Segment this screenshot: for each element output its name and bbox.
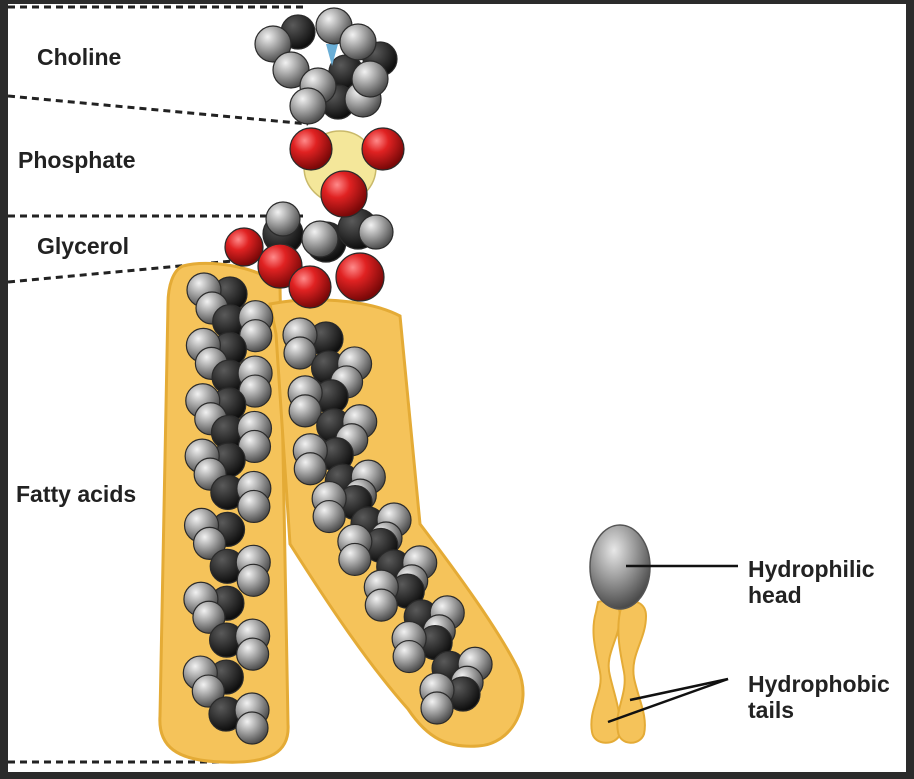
hydrogen-atom [340,24,376,60]
hydrogen-atom [289,395,321,427]
hydrogen-atom [266,202,300,236]
label-hydrophilic-head: Hydrophilic head [748,556,875,608]
label-hydrophilic-line1: Hydrophilic [748,556,875,582]
schematic-tail-right [617,601,646,743]
phospholipid-diagram: Choline Phosphate Glycerol Fatty acids H… [8,4,906,772]
oxygen-atom [225,228,263,266]
hydrogen-atom [236,712,268,744]
hydrogen-atom [237,638,269,670]
hydrogen-atom [294,453,326,485]
hydrogen-atom [237,564,269,596]
oxygen-atom [321,171,367,217]
separator-choline-phosphate [8,96,308,124]
label-hydrophobic-line2: tails [748,697,890,723]
oxygen-atom [289,266,331,308]
oxygen-atom [290,128,332,170]
oxygen-atom [362,128,404,170]
label-hydrophobic-line1: Hydrophobic [748,671,890,697]
hydrogen-atom [421,692,453,724]
label-choline: Choline [37,44,121,70]
label-hydrophilic-line2: head [748,582,875,608]
hydrogen-atom [290,88,326,124]
hydrogen-atom [359,215,393,249]
schematic-phospholipid [590,525,738,743]
hydrogen-atom [339,543,371,575]
hydrogen-atom [393,641,425,673]
molecule-model [8,4,906,772]
label-phosphate: Phosphate [18,147,136,173]
hydrogen-atom [284,337,316,369]
oxygen-atom [336,253,384,301]
schematic-tail-left [591,601,620,743]
hydrogen-atom [302,221,338,257]
label-fatty-acids: Fatty acids [16,481,136,507]
hydrogen-atom [365,589,397,621]
label-glycerol: Glycerol [37,233,129,259]
hydrogen-atom [352,61,388,97]
hydrogen-atom [238,490,270,522]
atom-spheres [183,8,492,744]
label-hydrophobic-tails: Hydrophobic tails [748,671,890,723]
hydrogen-atom [313,501,345,533]
